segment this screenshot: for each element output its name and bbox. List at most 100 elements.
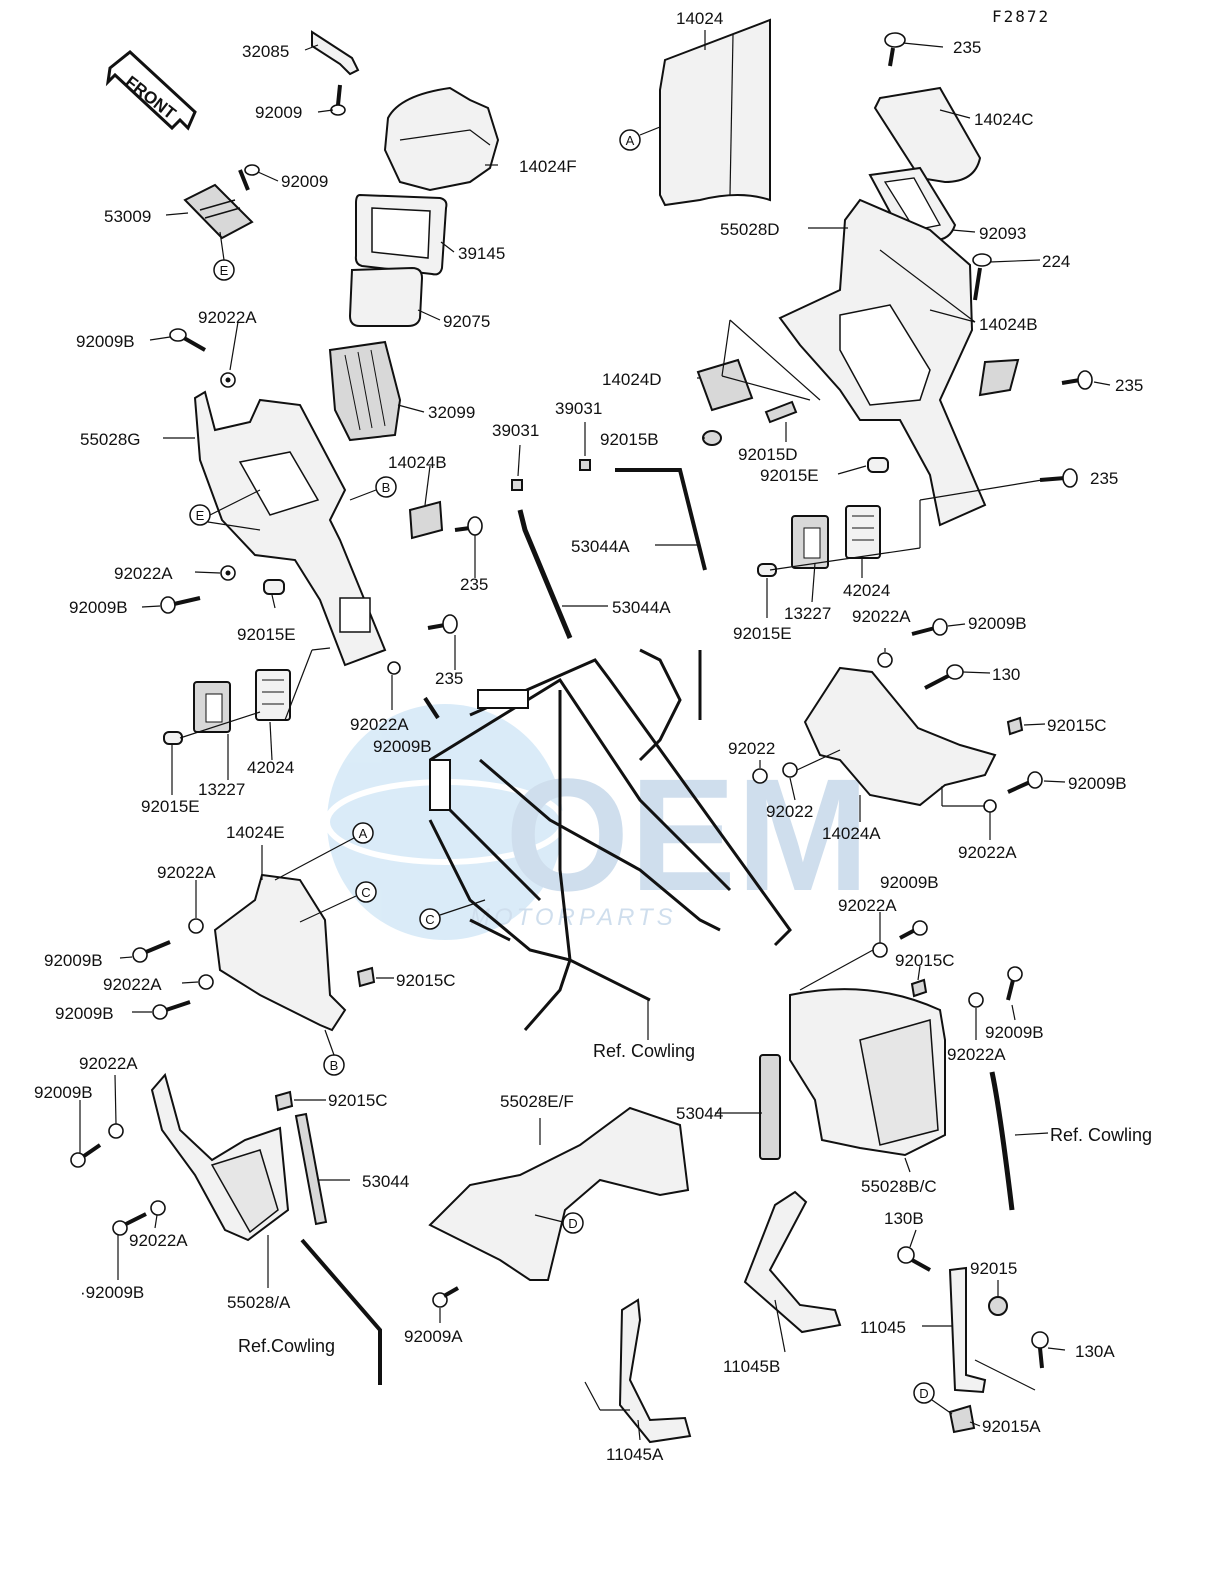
washer-icon <box>198 974 214 990</box>
part-14024E <box>213 873 347 1032</box>
part-53044A-a <box>615 468 707 571</box>
part-labels: 32085 92009 14024F 92009 53009 39145 920… <box>34 9 1152 1464</box>
label-53044: 53044 <box>676 1104 723 1123</box>
front-arrow: FRONT <box>105 50 197 131</box>
callout-marker-D: D <box>913 1382 953 1415</box>
label-53044A: 53044A <box>612 598 671 617</box>
label-92022A: 92022A <box>838 896 897 915</box>
part-39031-a <box>511 479 523 491</box>
washer-icon <box>150 1200 166 1216</box>
label-235: 235 <box>1090 469 1118 488</box>
part-53009 <box>183 183 254 240</box>
part-14024D <box>696 358 754 412</box>
label-92022A: 92022A <box>129 1231 188 1250</box>
label-32099: 32099 <box>428 403 475 422</box>
label-92009B: 92009B <box>968 614 1027 633</box>
label-92015C: 92015C <box>1047 716 1107 735</box>
nut-icon <box>1006 716 1024 736</box>
part-92015E-left2 <box>163 731 183 745</box>
nut-icon <box>356 966 376 988</box>
svg-text:E: E <box>220 263 229 278</box>
label-92009B: 92009B <box>34 1083 93 1102</box>
part-11045B <box>743 1190 842 1334</box>
part-55028D <box>778 198 987 527</box>
label-92022A: 92022A <box>852 607 911 626</box>
part-55028EF <box>428 1106 690 1281</box>
label-13227: 13227 <box>198 780 245 799</box>
svg-text:B: B <box>382 480 391 495</box>
screw-icon <box>132 940 171 963</box>
label-92022A: 92022A <box>157 863 216 882</box>
washer-icon <box>877 652 893 668</box>
label-92022: 92022 <box>766 802 813 821</box>
part-92015D <box>764 400 798 424</box>
label-130: 130 <box>992 665 1020 684</box>
label-92009B: 92009B <box>76 332 135 351</box>
part-55028A <box>150 1072 290 1242</box>
label-92022A: 92022A <box>350 715 409 734</box>
label-55028G: 55028G <box>80 430 141 449</box>
part-14024F <box>383 86 500 192</box>
part-11045 <box>948 1266 987 1394</box>
watermark-logo: OEM MOTORPARTS <box>324 704 869 940</box>
part-14024B-right <box>978 358 1020 397</box>
label-14024F: 14024F <box>519 157 577 176</box>
label-92015C: 92015C <box>895 951 955 970</box>
label-235: 235 <box>460 575 488 594</box>
label-ref-cowling: Ref. Cowling <box>593 1041 695 1061</box>
screw-icon <box>899 920 928 940</box>
washer-icon <box>220 372 236 388</box>
label-92015: 92015 <box>970 1259 1017 1278</box>
label-235: 235 <box>1115 376 1143 395</box>
label-92022A: 92022A <box>947 1045 1006 1064</box>
label-224: 224 <box>1042 252 1070 271</box>
callout-marker-E: E <box>213 231 235 281</box>
part-14024C <box>873 86 982 184</box>
part-92015E <box>867 457 889 473</box>
label-14024: 14024 <box>676 9 723 28</box>
screw-icon <box>152 1000 191 1020</box>
label-92075: 92075 <box>443 312 490 331</box>
figure-code: F2872 <box>992 7 1050 26</box>
part-53044-right <box>759 1054 781 1160</box>
label-92009B: ·92009B <box>80 1283 144 1302</box>
nut-icon <box>988 1296 1008 1316</box>
washer-icon <box>188 918 204 934</box>
label-ref-cowling: Ref. Cowling <box>1050 1125 1152 1145</box>
label-42024: 42024 <box>843 581 890 600</box>
part-14024A <box>803 666 997 807</box>
callout-marker-B: B <box>349 476 397 501</box>
screw-icon <box>1007 771 1043 794</box>
label-32085: 32085 <box>242 42 289 61</box>
svg-text:C: C <box>361 885 370 900</box>
part-92015E-right <box>757 563 777 577</box>
label-55028D: 55028D <box>720 220 780 239</box>
label-92015B: 92015B <box>600 430 659 449</box>
washer-icon <box>108 1123 124 1139</box>
svg-text:C: C <box>425 912 434 927</box>
washer-icon <box>983 799 997 813</box>
bolt-icon <box>884 32 906 67</box>
washer-icon <box>872 942 888 958</box>
part-42024-right <box>845 505 881 559</box>
label-130B: 130B <box>884 1209 924 1228</box>
callout-marker-C: C <box>419 899 486 930</box>
part-55028BC <box>789 988 946 1157</box>
trim-strip <box>300 1238 382 1385</box>
part-11045A <box>618 1298 692 1444</box>
nut-icon <box>274 1090 294 1112</box>
bolt-icon <box>1039 468 1078 488</box>
label-92022A: 92022A <box>79 1054 138 1073</box>
label-39031: 39031 <box>555 399 602 418</box>
screw-icon <box>330 84 346 116</box>
clip-icon <box>948 1404 976 1434</box>
label-92015C: 92015C <box>396 971 456 990</box>
cowling-frame <box>428 648 792 1031</box>
svg-text:A: A <box>626 133 635 148</box>
callout-marker-D: D <box>534 1212 584 1234</box>
label-ref-cowling: Ref.Cowling <box>238 1336 335 1356</box>
label-92015C: 92015C <box>328 1091 388 1110</box>
label-92015A: 92015A <box>982 1417 1041 1436</box>
label-92015D: 92015D <box>738 445 798 464</box>
label-130A: 130A <box>1075 1342 1115 1361</box>
